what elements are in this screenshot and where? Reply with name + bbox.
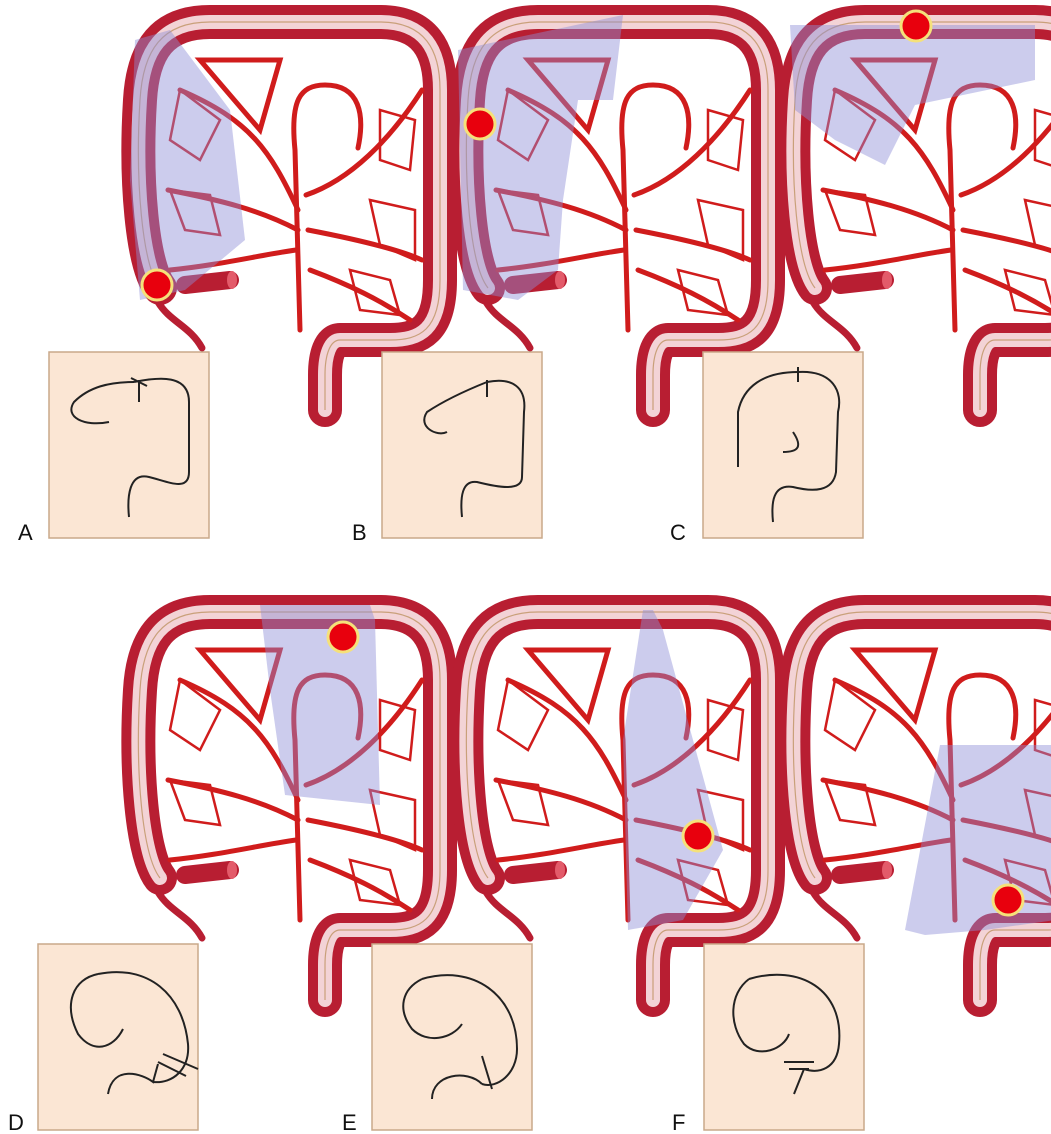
panel-label-e: E bbox=[342, 1110, 357, 1134]
tumor-marker bbox=[328, 622, 358, 652]
panel-c: C bbox=[670, 11, 1051, 545]
panel-label-f: F bbox=[672, 1110, 685, 1134]
inset-f bbox=[704, 944, 864, 1130]
panel-f: F bbox=[672, 612, 1051, 1134]
resection-zone bbox=[260, 605, 380, 805]
tumor-marker bbox=[142, 270, 172, 300]
inset-d bbox=[38, 944, 198, 1130]
resection-zone bbox=[905, 745, 1051, 935]
tumor-marker bbox=[993, 885, 1023, 915]
panel-a: A bbox=[18, 22, 440, 545]
panel-label-d: D bbox=[8, 1110, 24, 1134]
tumor-marker bbox=[901, 11, 931, 41]
inset-e bbox=[372, 944, 532, 1130]
tumor-marker bbox=[683, 821, 713, 851]
inset-a bbox=[49, 352, 209, 538]
panel-label-a: A bbox=[18, 520, 33, 545]
inset-c bbox=[703, 352, 863, 538]
inset-b bbox=[382, 352, 542, 538]
panel-label-b: B bbox=[352, 520, 367, 545]
resection-zone bbox=[623, 610, 723, 930]
panel-label-c: C bbox=[670, 520, 686, 545]
tumor-marker bbox=[465, 109, 495, 139]
